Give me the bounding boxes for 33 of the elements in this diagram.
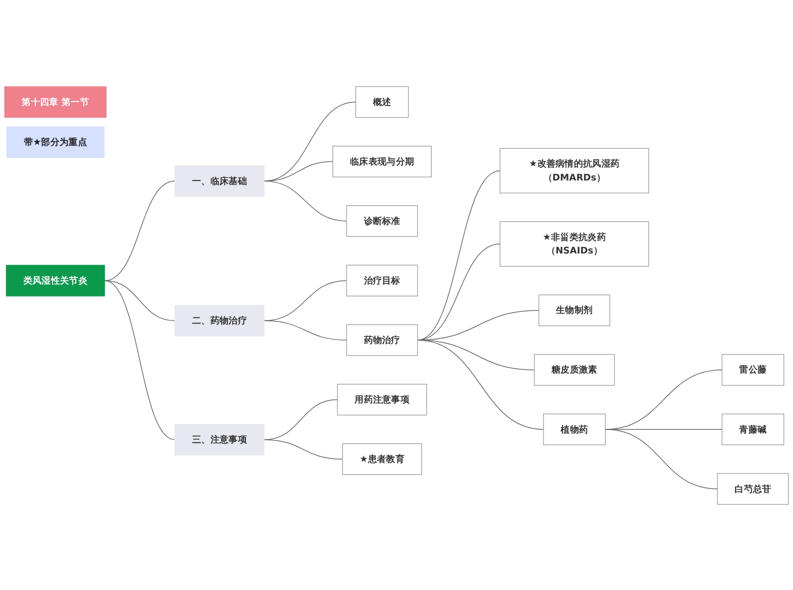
- node-box: 白芍总苷: [717, 472, 789, 504]
- node-box: 临床表现与分期: [332, 145, 432, 177]
- node-box: ★改善病情的抗风湿药（DMARDs）: [500, 148, 650, 193]
- connector: [104, 180, 176, 280]
- connector: [417, 310, 540, 340]
- node-box: 用药注意事项: [337, 383, 427, 415]
- connector: [264, 398, 338, 440]
- connector: [417, 339, 544, 430]
- node-box: 概述: [355, 86, 409, 118]
- connector: [264, 180, 347, 221]
- node-box: 诊断标准: [346, 204, 418, 236]
- node-box: 药物治疗: [346, 324, 418, 356]
- connector: [604, 428, 718, 489]
- connector: [264, 320, 347, 340]
- node-box: 三、注意事项: [174, 423, 264, 455]
- node-box: 第十四章 第一节: [4, 86, 106, 118]
- connector: [264, 438, 343, 460]
- node-box: 糖皮质激素: [534, 354, 615, 386]
- connector: [104, 280, 176, 440]
- node-box: 一、临床基础: [174, 164, 264, 196]
- node-box: 二、药物治疗: [174, 304, 264, 336]
- node-box: 生物制剂: [538, 294, 610, 326]
- connector: [264, 160, 334, 181]
- node-box: 类风湿性关节炎: [6, 264, 105, 296]
- node-box: ★患者教育: [342, 442, 422, 474]
- node-box: 带★部分为重点: [6, 126, 104, 158]
- node-box: 治疗目标: [346, 264, 418, 296]
- node-box: 雷公藤: [722, 354, 784, 386]
- connector: [264, 101, 356, 181]
- node-box: 植物药: [543, 413, 606, 445]
- connector: [264, 280, 347, 321]
- node-box: 青藤碱: [722, 413, 784, 445]
- node-box: ★非甾类抗炎药（NSAIDs）: [500, 220, 650, 266]
